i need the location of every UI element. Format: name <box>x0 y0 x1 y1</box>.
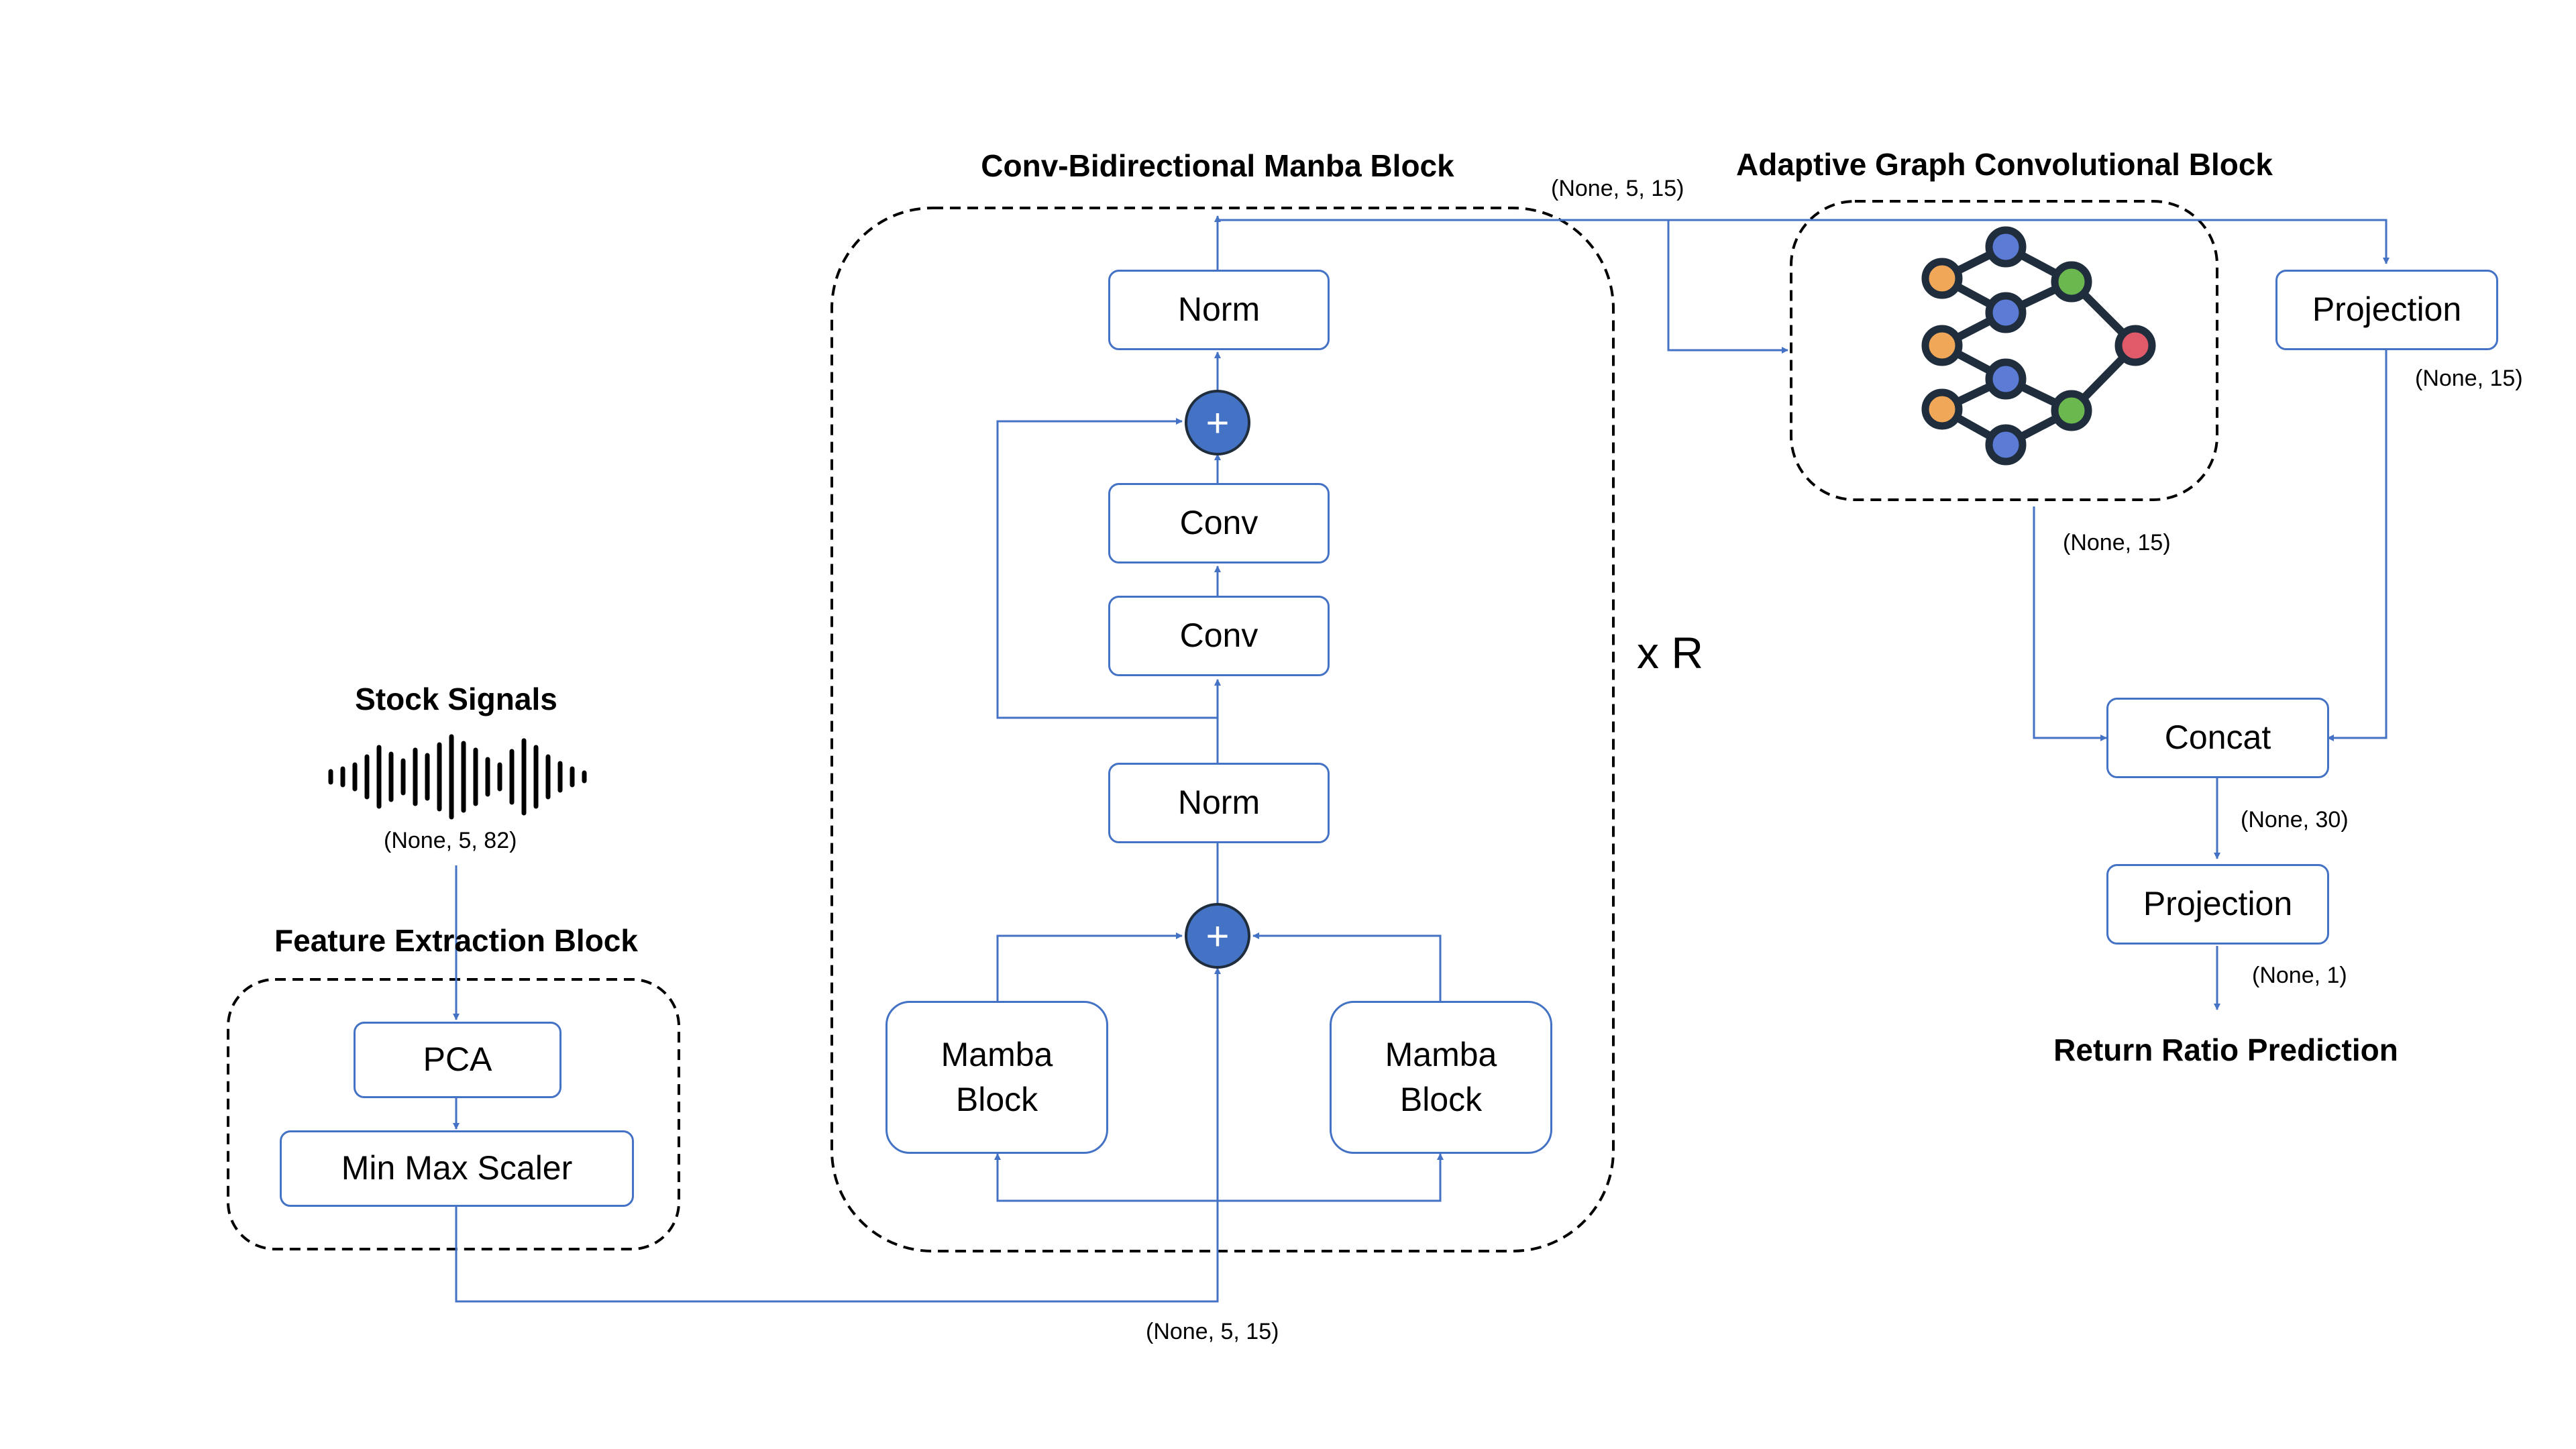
graph-block-title: Adaptive Graph Convolutional Block <box>1736 147 2273 182</box>
arrow-residual-skip <box>996 418 1218 719</box>
neural-graph-icon <box>1921 226 2156 466</box>
graph-node <box>1985 226 2027 268</box>
projection-top-box: Projection <box>2275 270 2498 350</box>
graph-node <box>1985 424 2027 466</box>
pca-box: PCA <box>354 1022 561 1098</box>
arrow-input-to-mamba-right <box>1218 1153 1444 1202</box>
norm-bottom-label: Norm <box>1177 784 1260 822</box>
repeat-label: x R <box>1637 628 1703 678</box>
concat-output-shape: (None, 30) <box>2241 807 2349 833</box>
adder-top: + <box>1185 390 1250 455</box>
graph-node <box>1985 358 2027 400</box>
projection-top-label: Projection <box>2312 290 2462 329</box>
conv-upper-box: Conv <box>1108 483 1330 564</box>
arrow-scaler-to-block <box>455 967 1221 1303</box>
arrow-input-to-mamba-left <box>994 1153 1218 1202</box>
graph-node <box>2114 325 2156 366</box>
mamba-block-right: Mamba Block <box>1330 1001 1552 1154</box>
arrow-mamba-right-to-adder <box>1252 932 1442 1001</box>
adder-top-symbol: + <box>1205 400 1229 445</box>
norm-bottom-box: Norm <box>1108 763 1330 843</box>
stock-signals-shape: (None, 5, 82) <box>384 828 517 853</box>
mamba-left-line1: Mamba <box>941 1035 1053 1073</box>
feature-extraction-title: Feature Extraction Block <box>274 923 638 958</box>
graph-node <box>1921 325 1963 366</box>
min-max-scaler-label: Min Max Scaler <box>341 1149 573 1187</box>
graph-output-shape: (None, 15) <box>2063 530 2171 555</box>
feature-output-shape: (None, 5, 15) <box>1146 1319 1279 1344</box>
conv-bimamba-block-outline <box>830 207 1615 1252</box>
projection-bottom-box: Projection <box>2106 864 2329 945</box>
block-output-shape: (None, 5, 15) <box>1551 176 1684 201</box>
arrow-graph-to-concat <box>2033 506 2107 741</box>
return-ratio-title: Return Ratio Prediction <box>2053 1032 2398 1067</box>
graph-block-outline <box>1790 200 2218 501</box>
mamba-block-left: Mamba Block <box>885 1001 1108 1154</box>
pca-label: PCA <box>423 1040 492 1079</box>
graph-node <box>1921 388 1963 430</box>
graph-node <box>2051 390 2092 431</box>
arrow-output-to-graph <box>1667 220 1788 354</box>
projection-bottom-label: Projection <box>2143 885 2293 923</box>
conv-upper-label: Conv <box>1179 504 1258 542</box>
adder-bottom-symbol: + <box>1205 914 1229 959</box>
feature-extraction-block-outline <box>227 978 680 1250</box>
norm-top-label: Norm <box>1177 290 1260 329</box>
adder-bottom: + <box>1185 903 1250 969</box>
concat-label: Concat <box>2164 718 2271 757</box>
min-max-scaler-box: Min Max Scaler <box>280 1130 634 1207</box>
conv-bimamba-title: Conv-Bidirectional Manba Block <box>981 148 1454 183</box>
concat-box: Concat <box>2106 698 2329 778</box>
mamba-left-line2: Block <box>955 1081 1038 1118</box>
conv-lower-box: Conv <box>1108 596 1330 676</box>
stock-signals-title: Stock Signals <box>355 682 557 716</box>
mamba-right-line2: Block <box>1399 1081 1483 1118</box>
graph-node <box>1921 258 1963 299</box>
graph-node <box>2051 261 2092 303</box>
arrow-output-to-projection <box>1218 219 2390 264</box>
waveform-icon <box>328 734 587 820</box>
final-output-shape: (None, 1) <box>2252 963 2347 988</box>
mamba-right-line1: Mamba <box>1385 1035 1497 1073</box>
arrow-projection-to-concat <box>2327 350 2387 741</box>
conv-lower-label: Conv <box>1179 616 1258 655</box>
norm-top-box: Norm <box>1108 270 1330 350</box>
arrow-mamba-left-to-adder <box>996 932 1183 1001</box>
projection-output-shape: (None, 15) <box>2415 366 2523 391</box>
graph-node <box>1985 292 2027 333</box>
